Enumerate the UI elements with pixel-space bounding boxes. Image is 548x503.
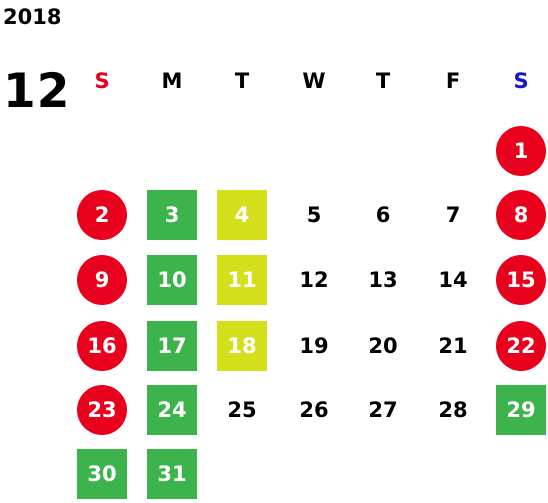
weekday-1: M [161,69,183,93]
day-cell-9[interactable]: 9 [77,255,127,305]
day-cell-5[interactable]: 5 [306,203,322,227]
day-cell-11[interactable]: 11 [217,255,267,305]
day-cell-25[interactable]: 25 [227,398,257,422]
day-cell-24[interactable]: 24 [147,385,197,435]
day-cell-30[interactable]: 30 [77,449,127,499]
year-label: 2018 [3,5,62,29]
day-cell-2[interactable]: 2 [77,190,127,240]
day-cell-23[interactable]: 23 [77,385,127,435]
day-cell-27[interactable]: 27 [368,398,398,422]
day-cell-7[interactable]: 7 [445,203,461,227]
weekday-5: F [445,69,461,93]
weekday-2: T [234,69,250,93]
day-cell-6[interactable]: 6 [375,203,391,227]
day-cell-29[interactable]: 29 [496,385,546,435]
weekday-3: W [302,69,326,93]
day-cell-16[interactable]: 16 [77,321,127,371]
day-cell-28[interactable]: 28 [438,398,468,422]
day-cell-22[interactable]: 22 [496,321,546,371]
day-cell-17[interactable]: 17 [147,321,197,371]
day-cell-26[interactable]: 26 [299,398,329,422]
day-cell-21[interactable]: 21 [438,334,468,358]
day-cell-15[interactable]: 15 [496,255,546,305]
day-cell-12[interactable]: 12 [299,268,329,292]
day-cell-18[interactable]: 18 [217,321,267,371]
day-cell-3[interactable]: 3 [147,190,197,240]
day-cell-8[interactable]: 8 [496,190,546,240]
day-cell-14[interactable]: 14 [438,268,468,292]
weekday-4: T [375,69,391,93]
weekday-6: S [513,69,529,93]
weekday-0: S [94,69,110,93]
day-cell-1[interactable]: 1 [496,126,546,176]
month-label: 12 [3,64,71,119]
day-cell-10[interactable]: 10 [147,255,197,305]
day-cell-13[interactable]: 13 [368,268,398,292]
day-cell-4[interactable]: 4 [217,190,267,240]
day-cell-19[interactable]: 19 [299,334,329,358]
day-cell-20[interactable]: 20 [368,334,398,358]
day-cell-31[interactable]: 31 [147,449,197,499]
